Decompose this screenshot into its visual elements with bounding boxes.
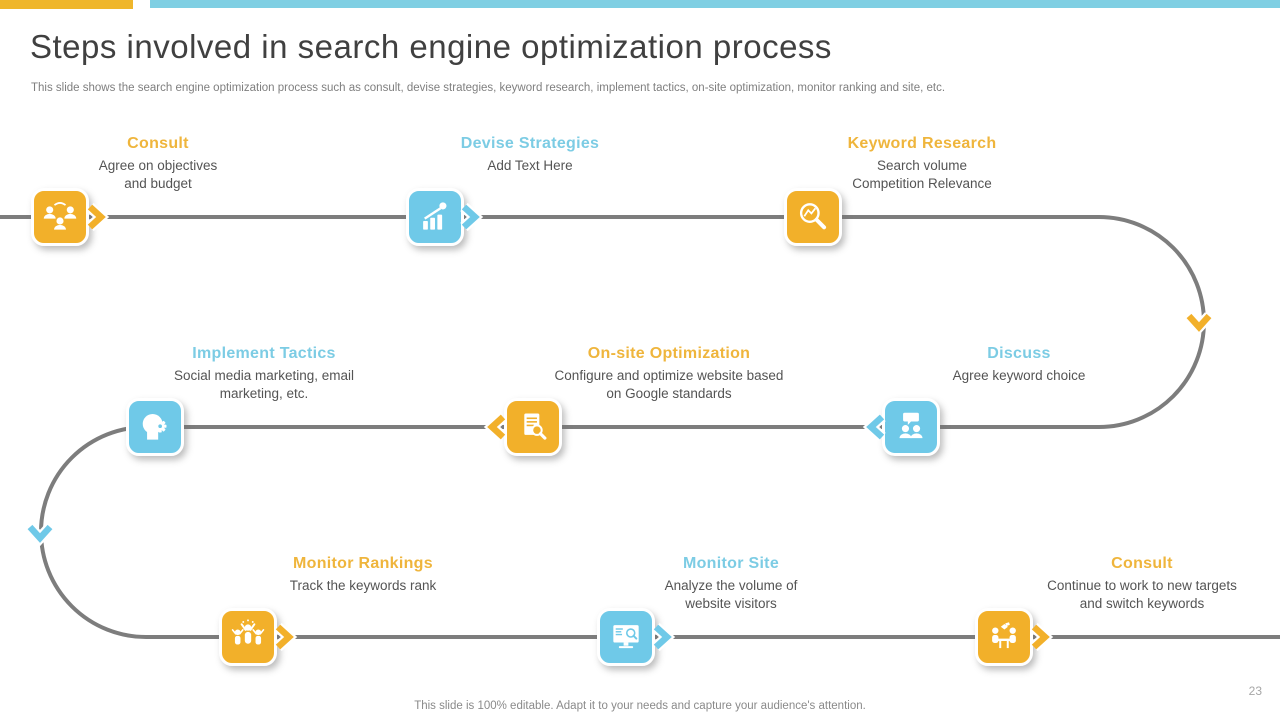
consult-tile [31,188,89,246]
chevron-left-icon [862,412,886,442]
onsite-optimization-tile [504,398,562,456]
chevron-right-icon [274,622,298,652]
step-description: Search volume Competition Relevance [852,158,992,191]
monitor-magnifier-icon [613,625,639,649]
monitor-rankings-tile [219,608,277,666]
step-description: Analyze the volume of website visitors [664,578,798,611]
page-title: Steps involved in search engine optimiza… [30,28,832,65]
step-description: Add Text Here [487,158,573,173]
step-description: Continue to work to new targets and swit… [1047,578,1237,611]
devise-strategies-tile [406,188,464,246]
top-accent-bar-yellow [0,0,133,9]
step-devise-strategies: Devise Strategies Add Text Here [461,135,600,175]
growth-chart-icon [423,202,447,230]
chevron-right-icon [652,622,676,652]
keyword-research-tile [784,188,842,246]
step-title: Monitor Site [682,555,780,572]
document-magnifier-icon [524,413,547,440]
footer-note: This slide is 100% editable. Adapt it to… [414,700,866,712]
step-title: On-site Optimization [587,345,751,362]
step-monitor-site: Monitor Site Analyze the volume of websi… [665,555,798,613]
chevron-down-icon [1184,309,1214,336]
implement-tactics-tile [126,398,184,456]
people-network-icon [43,202,77,230]
people-winners-icon [231,619,265,645]
chevron-right-icon [460,202,484,232]
people-table-icon [992,622,1016,649]
page-subtitle: This slide shows the search engine optim… [31,82,946,94]
page-number: 23 [1248,684,1262,698]
top-accent-bar-blue [150,0,1280,8]
step-title: Implement Tactics [192,345,336,362]
step-discuss: Discuss Agree keyword choice [953,345,1086,385]
chevron-right-icon [1030,622,1054,652]
magnifier-chart-icon [799,203,827,230]
step-description: Agree on objectives and budget [98,158,218,191]
step-description: Agree keyword choice [952,368,1086,383]
chevron-down-icon [25,520,55,547]
monitor-site-tile [597,608,655,666]
step-keyword-research: Keyword Research Search volume Competiti… [848,135,997,193]
step-title: Monitor Rankings [293,555,433,572]
step-title: Discuss [987,345,1051,362]
step-title: Devise Strategies [460,135,600,152]
people-speech-icon [899,412,923,439]
step-onsite-optimization: On-site Optimization Configure and optim… [555,345,784,403]
chevron-right-icon [86,202,110,232]
consult-final-tile [975,608,1033,666]
chevron-left-icon [483,412,507,442]
step-title: Keyword Research [847,135,997,152]
step-description: Social media marketing, email marketing,… [173,368,355,401]
step-description: Track the keywords rank [289,578,437,593]
head-gear-icon [142,413,167,440]
discuss-tile [882,398,940,456]
step-consult-2: Consult Continue to work to new targets … [1047,555,1237,613]
step-description: Configure and optimize website based on … [554,368,784,401]
step-implement-tactics: Implement Tactics Social media marketing… [174,345,354,403]
step-title: Consult [127,135,189,152]
step-monitor-rankings: Monitor Rankings Track the keywords rank [290,555,437,595]
step-title: Consult [1111,555,1173,572]
step-consult-1: Consult Agree on objectives and budget [99,135,218,193]
